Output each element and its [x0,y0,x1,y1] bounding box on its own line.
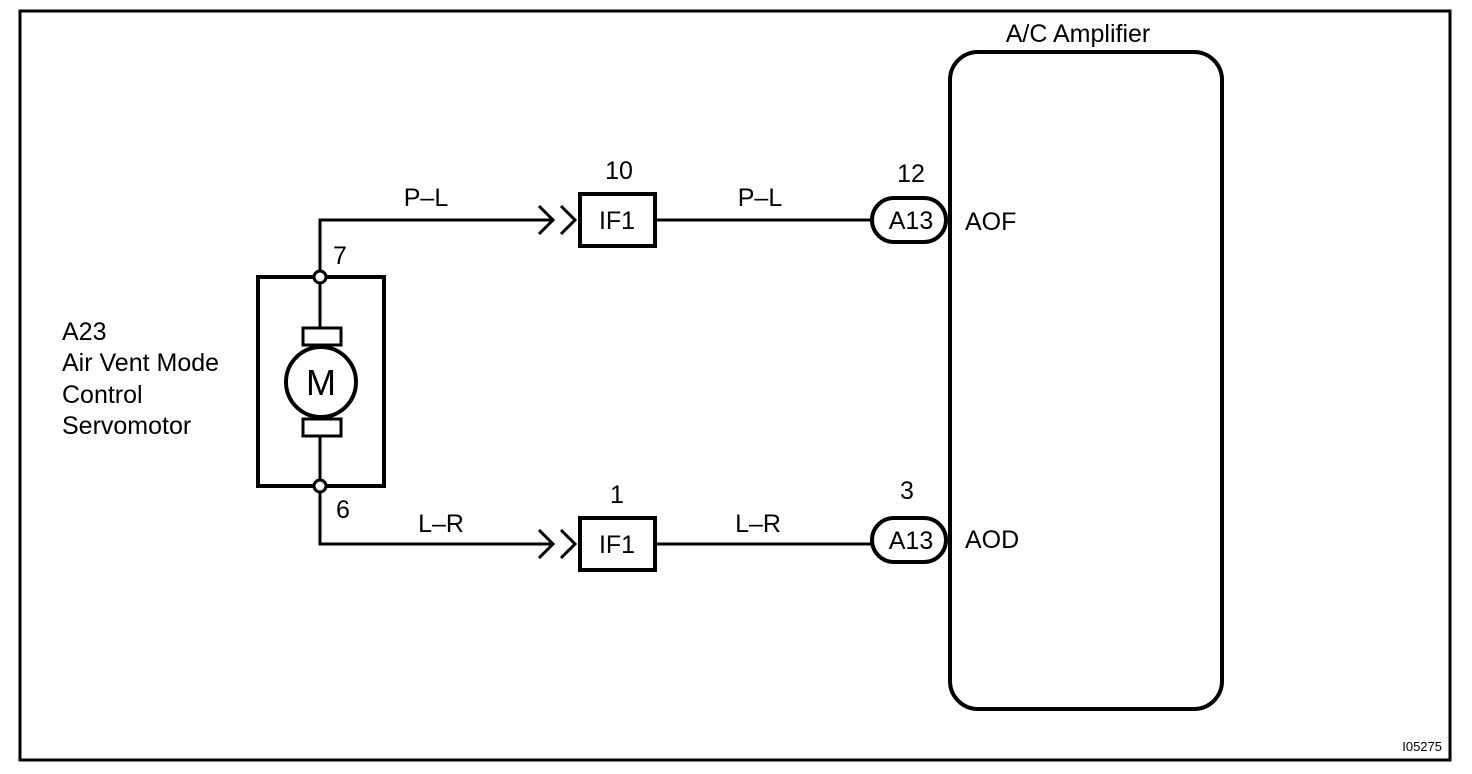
terminal-6-dot [312,478,328,494]
amplifier-pin-aod: AOD [965,526,1019,554]
upper-junction-label: IF1 [599,207,635,235]
upper-wire-left [318,218,553,271]
servomotor-name-line1: Air Vent Mode [62,349,219,377]
lower-wire-color-left: L–R [418,510,464,538]
motor-symbol: M [306,362,336,403]
upper-arrow-icon [537,204,556,236]
ac-amplifier: A/C Amplifier AOF AOD [948,20,1224,711]
lower-wire-color-right: L–R [735,510,781,538]
amplifier-pin-aof: AOF [965,208,1016,236]
terminal-7-dot [312,269,328,285]
motor-brush-bottom [301,417,343,438]
diagram-frame [18,9,1452,762]
ac-amplifier-title: A/C Amplifier [1006,20,1150,48]
motor-brush-top [301,326,343,347]
servomotor-code: A23 [62,318,106,346]
upper-arrow-icon-2 [559,204,578,236]
upper-connector-pin: 12 [897,160,925,188]
lower-connector [870,516,948,564]
figure-id: I05275 [1402,739,1442,754]
lower-arrow-icon-2 [559,528,578,560]
terminal-7-label: 7 [333,242,347,270]
lower-connector-label: A13 [889,527,933,555]
upper-junction-pin: 10 [605,157,633,185]
motor-icon [284,345,358,419]
lower-connector-pin: 3 [900,477,914,505]
upper-circuit: P–L IF1 10 P–L A13 12 [318,157,948,271]
lower-wire-left [318,492,553,546]
upper-junction-box [578,192,657,248]
servomotor-name-line2: Control [62,381,143,409]
lower-junction-pin: 1 [610,481,624,509]
servomotor-name-line3: Servomotor [62,412,191,440]
upper-connector-label: A13 [889,207,933,235]
lower-circuit: L–R IF1 1 L–R A13 3 [318,477,948,572]
servomotor: M 7 6 A23 Air Vent Mode Control Servomot… [62,242,386,524]
ac-amplifier-box [948,50,1224,711]
upper-wire-color-left: P–L [404,184,449,212]
lower-junction-label: IF1 [599,531,635,559]
terminal-6-label: 6 [336,496,350,524]
upper-connector [870,196,948,244]
lower-arrow-icon [537,528,556,560]
upper-wire-color-right: P–L [738,184,783,212]
